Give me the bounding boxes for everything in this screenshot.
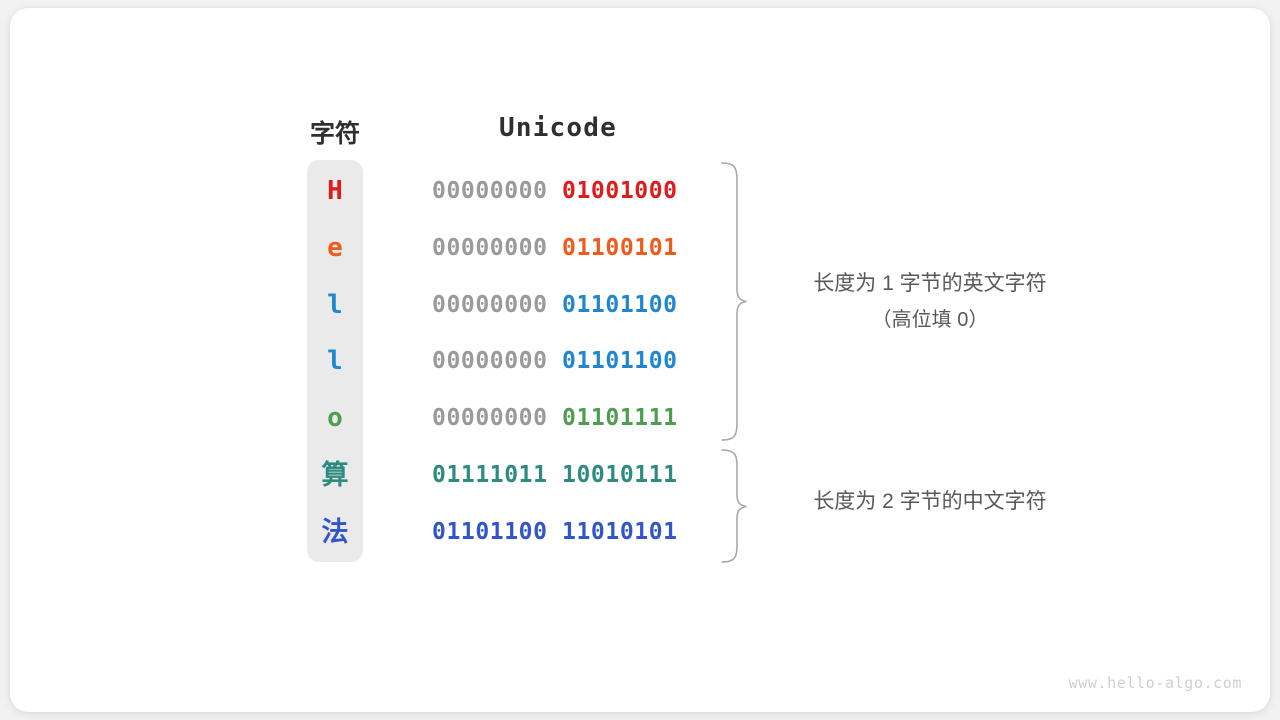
row-unicode-bits: 00000000 01100101 [432, 220, 684, 277]
annotation-one-byte-main: 长度为 1 字节的英文字符 [813, 272, 1047, 295]
row-low-byte: 11010101 [562, 518, 678, 545]
character-column-strip [307, 160, 363, 562]
row-high-byte: 00000000 [432, 234, 548, 261]
byte-separator [548, 405, 562, 431]
row-unicode-bits: 01101100 11010101 [432, 504, 684, 561]
row-character: 法 [321, 516, 349, 547]
column-header-unicode: Unicode [499, 113, 617, 143]
annotation-two-byte-main: 长度为 2 字节的中文字符 [813, 490, 1047, 513]
byte-separator [548, 348, 562, 374]
row-character: l [327, 346, 343, 377]
annotation-one-byte-sub: （高位填 0） [871, 309, 989, 331]
watermark: www.hello-algo.com [1068, 674, 1242, 692]
row-unicode-bits: 00000000 01101100 [432, 277, 684, 334]
row-high-byte: 00000000 [432, 178, 548, 204]
row-low-byte: 01101100 [562, 348, 678, 375]
row-character: l [327, 289, 343, 320]
row-low-byte: 10010111 [562, 462, 678, 488]
row-high-byte: 01111011 [432, 462, 548, 488]
row-high-byte: 00000000 [432, 348, 548, 375]
row-low-byte: 01101100 [562, 291, 678, 318]
column-header-character: 字符 [309, 120, 360, 148]
row-high-byte: 00000000 [432, 405, 548, 432]
row-low-byte: 01100101 [562, 234, 678, 261]
row-high-byte: 01101100 [432, 518, 548, 545]
annotation-one-byte: 长度为 1 字节的英文字符 （高位填 0） [760, 266, 1100, 338]
byte-separator [548, 178, 562, 204]
byte-separator [548, 292, 562, 318]
annotation-two-byte: 长度为 2 字节的中文字符 [760, 486, 1100, 517]
row-unicode-bits: 00000000 01001000 [432, 163, 684, 220]
byte-separator [548, 519, 562, 545]
row-character: e [327, 232, 343, 263]
row-unicode-bits: 00000000 01101100 [432, 333, 684, 390]
row-low-byte: 01001000 [562, 178, 678, 204]
row-character: 算 [321, 460, 349, 490]
row-high-byte: 00000000 [432, 291, 548, 318]
row-character: o [327, 403, 343, 434]
row-character: H [327, 176, 343, 206]
byte-separator [548, 235, 562, 261]
row-unicode-bits: 01111011 10010111 [432, 447, 684, 504]
row-unicode-bits: 00000000 01101111 [432, 390, 684, 447]
byte-separator [548, 462, 562, 488]
row-low-byte: 01101111 [562, 405, 678, 432]
figure-card [10, 8, 1270, 712]
